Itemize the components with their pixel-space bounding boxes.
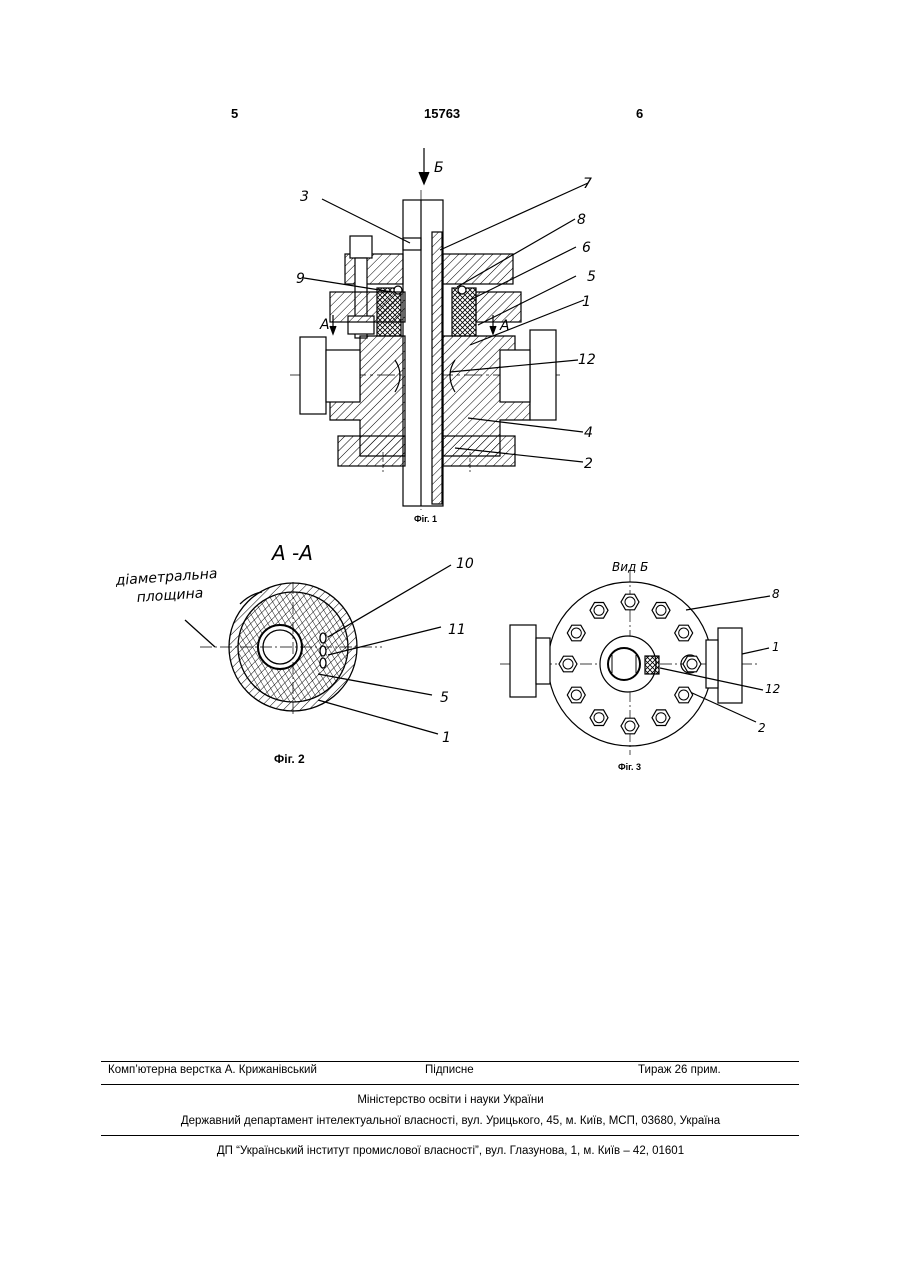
fig1-label-view: Б [434,160,444,176]
fig2-title: A -A [270,541,313,565]
fig3-label-1: 1 [772,640,780,654]
fig1-caption: Фіг. 1 [414,514,437,524]
flange-bolt [567,625,585,641]
flange-bolt [675,625,693,641]
flange-bolt [559,656,577,672]
fig2-label-11: 11 [448,622,466,638]
fig1-label-12: 12 [578,352,596,368]
footer-institute: ДП “Український інститут промислової вла… [0,1145,901,1157]
fig2-caption: Фіг. 2 [274,752,305,766]
fig3-label-8: 8 [772,587,780,601]
fig1-label-8: 8 [577,212,586,228]
flange-bolt [652,710,670,726]
flange-bolt [675,687,693,703]
fig3-caption: Фіг. 3 [618,762,641,772]
fig3-label-2: 2 [758,721,766,735]
fig1-label-A-right: A [499,318,510,334]
fig1-label-2: 2 [584,456,593,472]
fig3-label-12: 12 [765,682,780,696]
fig1-label-6: 6 [582,240,591,256]
fig1-label-9: 9 [296,271,305,287]
figure-1-drawing [290,148,588,510]
footer-typesetter: Комп’ютерна верстка А. Крижанівський [108,1064,317,1076]
fig1-label-5: 5 [587,269,596,285]
footer-rule-top [101,1061,799,1062]
footer-department: Державний департамент інтелектуальної вл… [0,1115,901,1127]
fig1-label-3: 3 [300,189,309,205]
flange-bolt [590,603,608,619]
fig1-label-7: 7 [583,176,592,192]
footer-rule-mid [101,1084,799,1085]
fig2-label-1: 1 [442,730,451,746]
fig1-label-A-left: A [319,317,330,333]
fig1-label-4: 4 [584,425,593,441]
fig1-label-1: 1 [582,294,591,310]
fig2-label-5: 5 [440,690,449,706]
fig3-title: Вид Б [612,560,648,574]
flange-bolt [683,656,701,672]
fig2-note-line2: площина [136,585,204,606]
flange-bolt [590,710,608,726]
drawings-canvas: Б 3 7 8 6 9 5 1 A A 12 4 2 A -A діаметра… [0,0,901,800]
fig2-label-10: 10 [456,556,474,572]
footer-circulation: Тираж 26 прим. [638,1064,721,1076]
footer-rule-bottom [101,1135,799,1136]
footer-ministry: Міністерство освіти і науки України [0,1094,901,1106]
flange-bolt [652,603,670,619]
flange-bolt [567,687,585,703]
flange-bolt [621,594,639,610]
footer-signed: Підписне [425,1064,474,1076]
flange-bolt [621,718,639,734]
figure-2-drawing [185,565,451,734]
